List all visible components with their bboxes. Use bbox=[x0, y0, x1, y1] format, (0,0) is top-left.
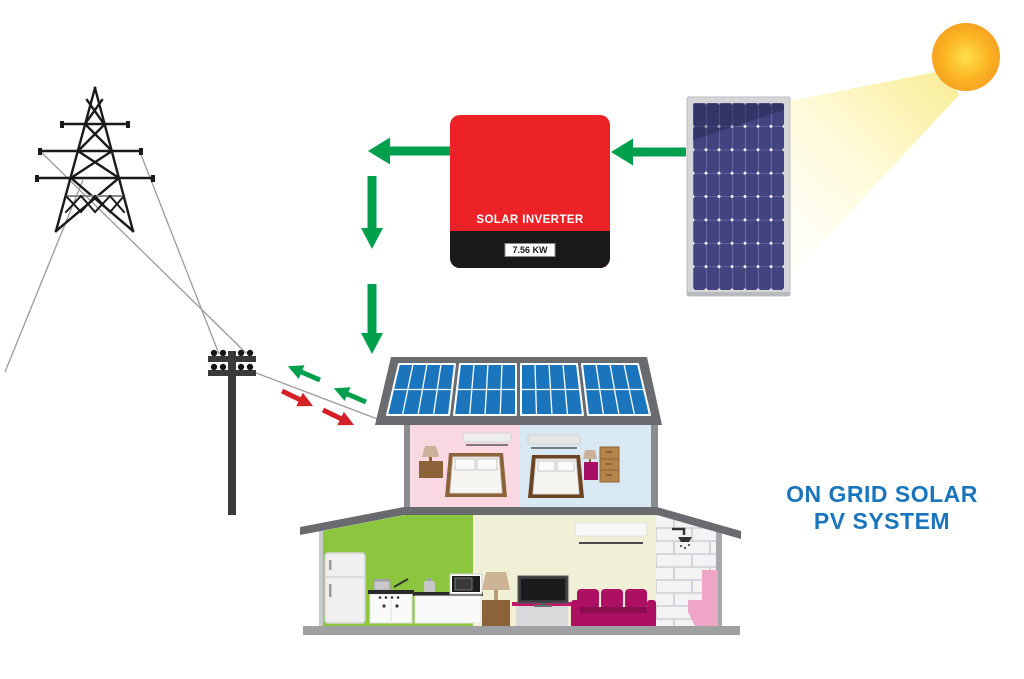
down-arrow-1 bbox=[361, 176, 383, 249]
sun-beam bbox=[790, 70, 959, 277]
title-line-2: PV SYSTEM bbox=[813, 508, 951, 534]
roof-panel-2 bbox=[453, 363, 517, 416]
shower-icon bbox=[672, 527, 692, 549]
microwave-icon bbox=[449, 573, 483, 595]
inverter-label: SOLAR INVERTER bbox=[476, 214, 584, 226]
ground-wall-left bbox=[319, 530, 323, 628]
toilet-icon bbox=[688, 570, 718, 628]
export-to-grid-arrows bbox=[287, 365, 367, 405]
rooftop-solar-array bbox=[386, 363, 651, 416]
panel-to-inverter-arrow bbox=[611, 138, 686, 166]
floor-base bbox=[303, 626, 740, 635]
solar-inverter: SOLAR INVERTER 7.56 KW bbox=[450, 115, 610, 268]
inverter-output-arrow bbox=[368, 137, 452, 165]
sofa-icon bbox=[571, 589, 656, 628]
nightstand-lamp-bedroom2 bbox=[583, 450, 598, 480]
tv-icon bbox=[517, 575, 569, 607]
diagram-title: ON GRID SOLAR PV SYSTEM bbox=[762, 481, 1002, 535]
transmission-tower-icon bbox=[35, 86, 155, 233]
title-line-1: ON GRID SOLAR bbox=[786, 481, 978, 507]
nightstand-lamp-bedroom1 bbox=[419, 446, 443, 478]
floor-lamp-icon bbox=[482, 572, 510, 628]
ac-unit-bedroom2 bbox=[527, 434, 581, 449]
down-arrow-2 bbox=[361, 284, 383, 354]
roof-panel-1 bbox=[386, 363, 456, 416]
roof-panel-3 bbox=[520, 363, 584, 416]
kitchen-counter-icon bbox=[413, 578, 483, 624]
roof-panel-4 bbox=[581, 363, 651, 416]
power-lines bbox=[4, 151, 381, 421]
refrigerator-icon bbox=[324, 552, 366, 624]
sun-icon bbox=[932, 23, 1000, 91]
bed-bedroom2 bbox=[528, 455, 584, 498]
ac-unit-living-room bbox=[574, 522, 648, 544]
house bbox=[300, 357, 741, 635]
inverter-capacity-badge: 7.56 KW bbox=[504, 243, 556, 257]
ground-floor-roof bbox=[300, 507, 741, 539]
upper-wall-left bbox=[404, 424, 410, 507]
bed-bedroom1 bbox=[445, 453, 507, 497]
ac-unit-bedroom1 bbox=[462, 432, 512, 446]
stove-icon bbox=[368, 578, 414, 624]
solar-power-flow-arrows bbox=[361, 137, 686, 354]
utility-pole-icon bbox=[208, 349, 256, 515]
dresser-icon bbox=[599, 446, 620, 483]
ground-wall-right bbox=[716, 530, 722, 628]
solar-panel-icon bbox=[686, 96, 791, 297]
import-from-grid-arrows bbox=[280, 388, 355, 426]
upper-wall-right bbox=[651, 424, 658, 507]
